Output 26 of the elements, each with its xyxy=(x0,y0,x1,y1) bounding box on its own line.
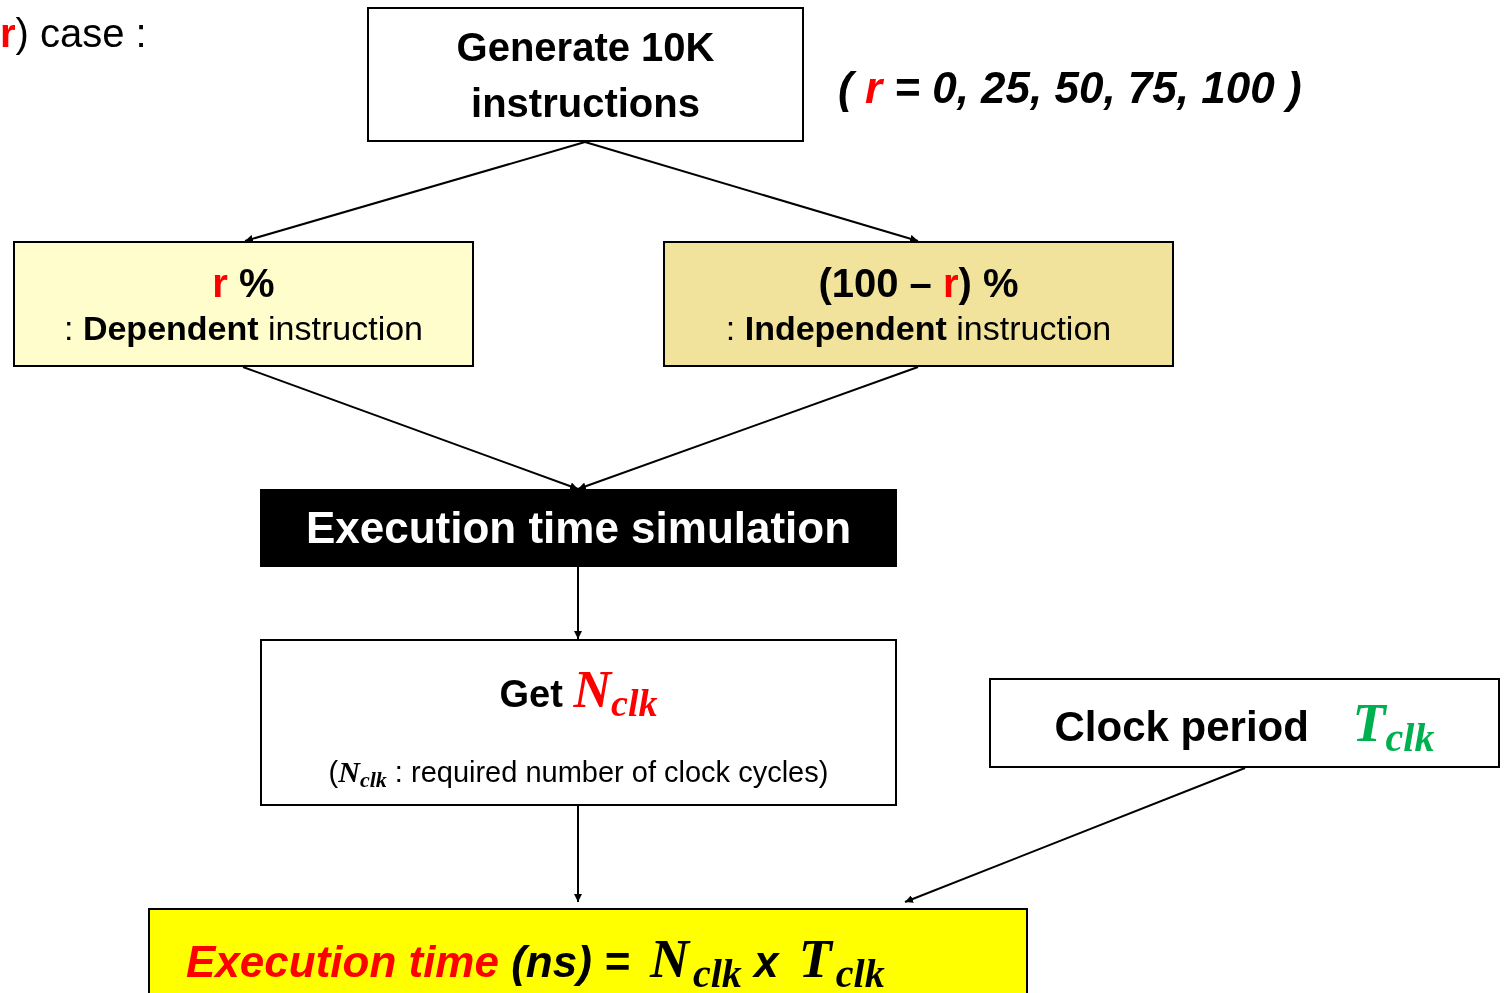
box-title: Clock period T$_{clk}$ xyxy=(1054,691,1435,762)
formula: Execution time (ns) = N$_{clk}$ x T$_{clk}$ xyxy=(186,928,885,993)
note: (N$_{clk}$ : required number of clock cycles) xyxy=(328,753,829,795)
description: : Independent instruction xyxy=(725,308,1112,349)
percentage: (100 – r) % xyxy=(818,260,1019,307)
arrow xyxy=(904,767,1246,903)
heading-fragment: r) case : xyxy=(0,10,147,57)
arrow xyxy=(244,141,586,243)
arrow xyxy=(574,805,582,903)
parameter-note: ( r = 0, 25, 50, 75, 100 ) xyxy=(838,62,1302,114)
process-box xyxy=(367,7,804,142)
input-box xyxy=(989,678,1500,768)
result-box xyxy=(148,908,1028,993)
description: : Dependent instruction xyxy=(64,308,423,349)
arrow xyxy=(577,366,919,491)
box-title: Generate 10K instructions xyxy=(455,23,716,127)
process-box xyxy=(260,639,897,806)
box-title: Execution time simulation xyxy=(305,502,852,554)
arrow xyxy=(584,141,919,243)
arrow xyxy=(242,366,579,490)
arrow xyxy=(574,566,582,640)
process-box xyxy=(663,241,1174,367)
box-title: Get N$_{clk}$ xyxy=(499,659,658,727)
process-box xyxy=(260,489,897,567)
process-box xyxy=(13,241,474,367)
percentage: r % xyxy=(212,260,275,307)
